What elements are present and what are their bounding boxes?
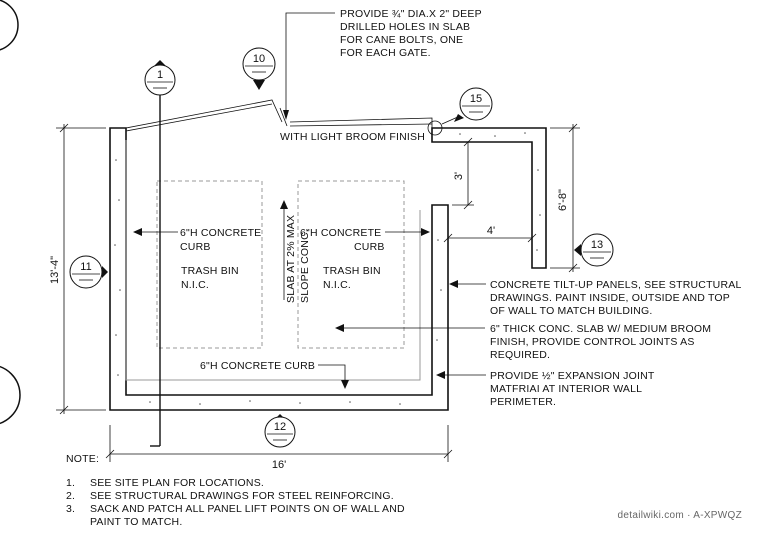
svg-text:SEE SITE PLAN FOR LOCATIONS.: SEE SITE PLAN FOR LOCATIONS. — [90, 477, 264, 489]
svg-text:N.I.C.: N.I.C. — [181, 279, 209, 291]
svg-text:TRASH BIN: TRASH BIN — [181, 265, 239, 277]
svg-text:SLAB AT 2% MAX: SLAB AT 2% MAX — [285, 215, 297, 303]
watermark: detailwiki.com · A-XPWQZ — [618, 510, 742, 521]
svg-text:PROVIDE ¾" DIA.X 2" DEEP: PROVIDE ¾" DIA.X 2" DEEP — [340, 8, 482, 20]
broom-finish-label: WITH LIGHT BROOM FINISH — [280, 131, 425, 143]
curb-left-label: 6"H CONCRETE CURB — [180, 227, 261, 253]
dim-height: 13'-4" — [49, 256, 61, 284]
dim-wing-height: 6'-8" — [557, 189, 569, 211]
svg-text:PAINT TO MATCH.: PAINT TO MATCH. — [90, 516, 182, 528]
svg-text:6"H CONCRETE: 6"H CONCRETE — [180, 227, 261, 239]
detail-tag-1[interactable]: 1 — [144, 60, 176, 96]
trash-bin-left-label: TRASH BIN N.I.C. — [181, 265, 239, 291]
concrete-walls — [109, 99, 547, 411]
detail-tag-12[interactable]: 12 — [264, 414, 296, 448]
trash-bin-outlines — [156, 180, 405, 349]
svg-text:CONCRETE TILT-UP PANELS, SEE S: CONCRETE TILT-UP PANELS, SEE STRUCTURAL — [490, 279, 742, 291]
svg-text:FOR CANE BOLTS, ONE: FOR CANE BOLTS, ONE — [340, 34, 463, 46]
tilt-up-panels-note: CONCRETE TILT-UP PANELS, SEE STRUCTURAL … — [490, 279, 742, 317]
dimension-lines — [56, 123, 580, 462]
svg-text:N.I.C.: N.I.C. — [323, 279, 351, 291]
slab-slope-label: SLAB AT 2% MAX SLOPE CONC. — [285, 215, 311, 303]
svg-text:FINISH, PROVIDE CONTROL JOINTS: FINISH, PROVIDE CONTROL JOINTS AS — [490, 336, 695, 348]
offsheet-symbols — [0, 0, 21, 425]
svg-text:OF WALL TO MATCH BUILDING.: OF WALL TO MATCH BUILDING. — [490, 305, 653, 317]
svg-text:REQUIRED.: REQUIRED. — [490, 349, 550, 361]
svg-text:MATFRIAI AT INTERIOR WALL: MATFRIAI AT INTERIOR WALL — [490, 383, 642, 395]
detail-tag-1-number: 1 — [157, 69, 163, 81]
svg-text:CURB: CURB — [354, 241, 385, 253]
dim-wing-offset: 3' — [453, 172, 465, 180]
svg-text:PROVIDE ½" EXPANSION JOINT: PROVIDE ½" EXPANSION JOINT — [490, 370, 655, 382]
svg-text:3.: 3. — [66, 503, 75, 515]
svg-text:6" THICK CONC. SLAB W/ MEDIUM: 6" THICK CONC. SLAB W/ MEDIUM BROOM — [490, 323, 711, 335]
detail-tag-10-number: 10 — [253, 53, 265, 65]
dim-width: 16' — [272, 459, 286, 471]
notes-heading: NOTE: — [66, 453, 99, 465]
detail-tag-15-number: 15 — [470, 93, 482, 105]
svg-text:2.: 2. — [66, 490, 75, 502]
detail-tag-10[interactable]: 10 — [242, 47, 276, 90]
curb-bottom-label: 6"H CONCRETE CURB — [200, 360, 315, 372]
thick-slab-note: 6" THICK CONC. SLAB W/ MEDIUM BROOM FINI… — [490, 323, 711, 361]
detail-tag-11[interactable]: 11 — [69, 255, 108, 289]
svg-text:SACK AND PATCH ALL PANEL LIFT: SACK AND PATCH ALL PANEL LIFT POINTS ON … — [90, 503, 405, 515]
expansion-joint-note: PROVIDE ½" EXPANSION JOINT MATFRIAI AT I… — [490, 370, 655, 408]
svg-text:FOR EACH GATE.: FOR EACH GATE. — [340, 47, 431, 59]
curb-right-label: 6"H CONCRETE CURB — [300, 227, 385, 253]
general-notes: NOTE: 1. SEE SITE PLAN FOR LOCATIONS. 2.… — [66, 453, 405, 528]
svg-text:SLOPE CONC.: SLOPE CONC. — [299, 229, 311, 303]
svg-text:DRILLED HOLES IN SLAB: DRILLED HOLES IN SLAB — [340, 21, 470, 33]
detail-tag-13[interactable]: 13 — [574, 233, 614, 267]
leaders — [133, 12, 486, 447]
svg-text:SEE STRUCTURAL DRAWINGS FOR ST: SEE STRUCTURAL DRAWINGS FOR STEEL REINFO… — [90, 490, 394, 502]
detail-tag-13-number: 13 — [591, 239, 603, 251]
trash-bin-right-label: TRASH BIN N.I.C. — [323, 265, 381, 291]
svg-text:CURB: CURB — [180, 241, 211, 253]
svg-text:PERIMETER.: PERIMETER. — [490, 396, 556, 408]
detail-tag-12-number: 12 — [274, 421, 286, 433]
svg-text:6"H CONCRETE: 6"H CONCRETE — [300, 227, 381, 239]
drill-holes-callout: PROVIDE ¾" DIA.X 2" DEEP DRILLED HOLES I… — [340, 8, 482, 59]
svg-text:DRAWINGS. PAINT INSIDE, OUTSID: DRAWINGS. PAINT INSIDE, OUTSIDE AND TOP — [490, 292, 730, 304]
svg-text:TRASH BIN: TRASH BIN — [323, 265, 381, 277]
detail-tag-15[interactable]: 15 — [427, 87, 493, 136]
svg-text:1.: 1. — [66, 477, 75, 489]
dim-wing-length: 4' — [487, 225, 495, 237]
detail-tag-11-number: 11 — [80, 261, 91, 273]
